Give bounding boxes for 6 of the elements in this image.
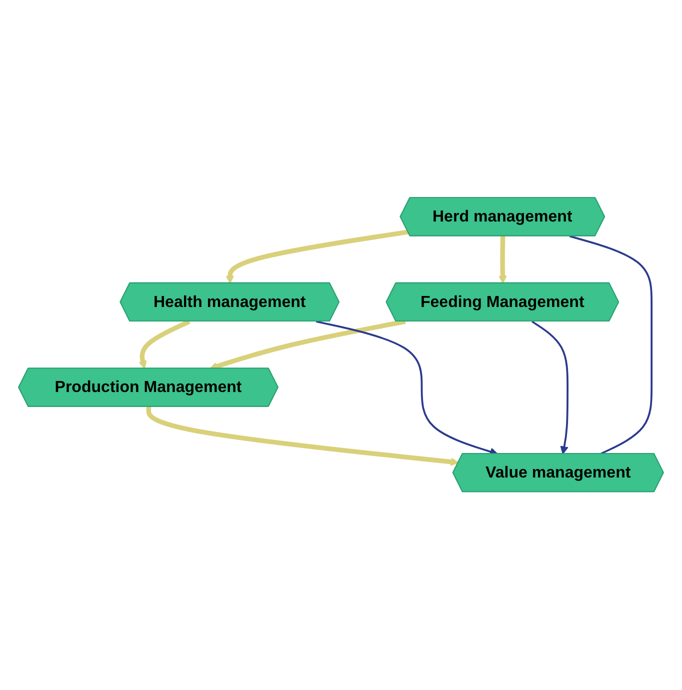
arrow	[146, 407, 459, 466]
arrow	[138, 320, 190, 370]
connector	[569, 236, 653, 456]
arrow	[498, 236, 507, 284]
arrow	[226, 230, 408, 284]
arrow	[532, 321, 568, 455]
